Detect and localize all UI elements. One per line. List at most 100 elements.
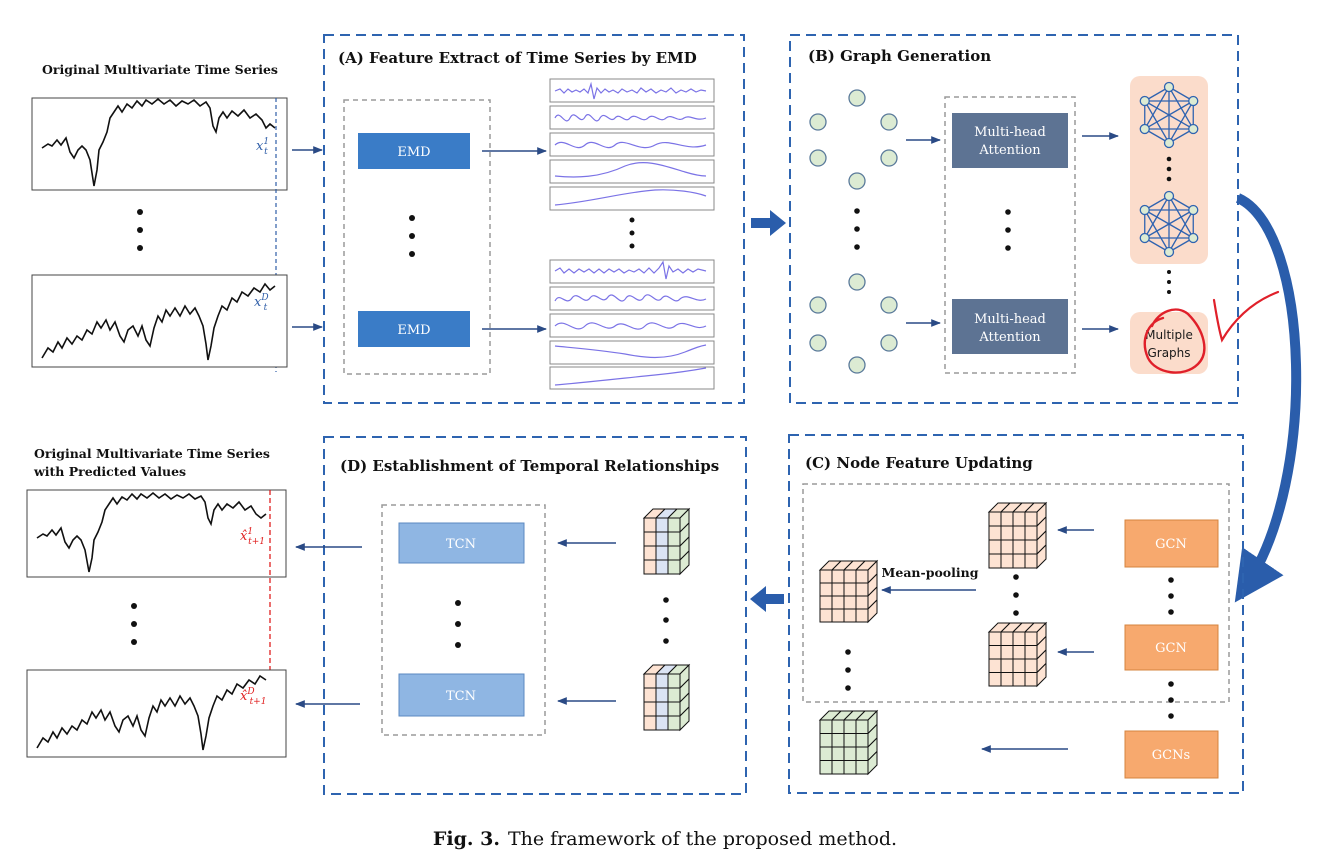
graph-vertex	[1139, 204, 1150, 216]
attention-block-d-label: Multi-head	[974, 312, 1046, 327]
cube-front-cell	[1012, 672, 1026, 687]
panel-b-frame	[789, 34, 1239, 404]
cube-front-cell	[843, 719, 857, 734]
cube-front-cell	[1012, 631, 1026, 646]
cube-front-cell	[988, 645, 1002, 660]
emd-block-d-label: EMD	[397, 323, 430, 338]
graph-vertex	[1188, 204, 1199, 216]
cube-front-cell	[655, 673, 669, 689]
graph-ellipsis-dot	[1167, 270, 1171, 274]
graph-edge	[1144, 100, 1194, 130]
graph-node	[809, 113, 827, 131]
graph-ellipsis-dot	[1166, 166, 1172, 172]
graph-node	[880, 113, 898, 131]
attention-ellipsis-dot	[1005, 209, 1011, 215]
cube-front-cell	[843, 733, 857, 748]
cube-front-cell	[1012, 658, 1026, 673]
figure-caption: Fig. 3.The framework of the proposed met…	[433, 828, 897, 850]
cube-front-cell	[667, 687, 681, 703]
panel-c-title: (C) Node Feature Updating	[805, 454, 1033, 472]
cube-front-cell	[1012, 525, 1026, 541]
attention-block-d	[952, 299, 1068, 354]
output-ellipsis-dot	[131, 621, 137, 627]
input-series-plot-d	[31, 274, 288, 368]
panel-d-frame	[323, 436, 747, 795]
cube-front-cell	[831, 719, 845, 734]
cube-front-cell	[643, 673, 657, 689]
cube-ellipsis-dot	[845, 667, 851, 673]
panel-c: (C) Node Feature Updating GCN GCN GCNs M…	[788, 434, 1244, 794]
cube-ellipsis-dot	[845, 649, 851, 655]
graph-node	[880, 296, 898, 314]
cube-front-cell	[667, 517, 681, 533]
tcn-block-d-label: TCN	[446, 689, 476, 704]
cube-front-cell	[988, 525, 1002, 541]
panel-a-to-b-arrow	[751, 210, 786, 236]
cube-front-cell	[655, 517, 669, 533]
cube-front-cell	[1000, 511, 1014, 527]
attention-block-1-label: Multi-head	[974, 125, 1046, 140]
multiple-graphs-label-2: Graphs	[1147, 346, 1190, 360]
imf-set-d	[549, 259, 715, 390]
cube-front-cell	[1012, 539, 1026, 555]
cube-front-cell	[1000, 631, 1014, 646]
gcn-block-1	[1124, 519, 1219, 568]
output-series-plot-d	[26, 669, 287, 758]
cube-front-cell	[831, 582, 845, 597]
output-series-group: Original Multivariate Time Series with P…	[26, 446, 362, 758]
tensor-cube	[987, 621, 1048, 688]
cube-front-cell	[855, 582, 869, 597]
emd-block-1	[358, 133, 470, 169]
tensor-cube	[818, 709, 879, 776]
cube-ellipsis-dot	[663, 597, 669, 603]
cube-front-cell	[667, 531, 681, 547]
graph-network-icon	[1139, 190, 1199, 258]
attention-ellipsis-dot	[1005, 245, 1011, 251]
cube-front-cell	[1024, 631, 1038, 646]
cube-front-cell	[667, 715, 681, 731]
panel-d-title: (D) Establishment of Temporal Relationsh…	[340, 457, 719, 475]
cube-ellipsis-dot	[1013, 592, 1019, 598]
cube-ellipsis-dot	[1013, 574, 1019, 580]
panel-b-to-c-curve-arrow	[1234, 193, 1302, 603]
cube-front-cell	[831, 733, 845, 748]
cube-front-cell	[1012, 511, 1026, 527]
attention-block-d-label-2: Attention	[978, 330, 1041, 345]
imf-ellipsis-dot	[629, 243, 635, 249]
graph-node	[809, 296, 827, 314]
cube-front-cell	[819, 582, 833, 597]
cube-front-cell	[855, 569, 869, 584]
cube-front-cell	[988, 511, 1002, 527]
cube-front-cell	[655, 715, 669, 731]
handwritten-circle-annotation	[1143, 308, 1206, 374]
imf-line	[554, 162, 707, 178]
gcn-ellipsis-dot	[1168, 609, 1174, 615]
graph-node	[880, 334, 898, 352]
tcn-block-1-label: TCN	[446, 537, 476, 552]
cube-front-cell	[855, 595, 869, 610]
multiple-graphs-label: Multiple	[1145, 328, 1193, 342]
cube-front-cell	[655, 545, 669, 561]
graph-vertex	[1163, 246, 1175, 258]
gcn-block-1-label: GCN	[1155, 537, 1187, 552]
cube-front-cell	[843, 746, 857, 761]
panel-c-frame	[788, 434, 1244, 794]
graph-edge	[1144, 86, 1170, 130]
cube-front-cell	[988, 539, 1002, 555]
input-series-line-1	[41, 97, 276, 187]
panel-d: (D) Establishment of Temporal Relationsh…	[323, 436, 747, 795]
cube-front-cell	[1012, 645, 1026, 660]
cube-front-cell	[831, 595, 845, 610]
tcn-block-1	[398, 522, 525, 564]
graph-vertex	[1139, 123, 1150, 135]
cube-front-cell	[643, 531, 657, 547]
output-ellipsis-dot	[131, 603, 137, 609]
cube-front-cell	[1024, 539, 1038, 555]
imf-line	[554, 367, 707, 386]
node-set-d	[809, 273, 898, 374]
cube-front-cell	[655, 559, 669, 575]
cube-front-cell	[1012, 553, 1026, 569]
gcn-ellipsis-dot	[1168, 697, 1174, 703]
panel-c-to-d-arrow	[750, 586, 784, 612]
